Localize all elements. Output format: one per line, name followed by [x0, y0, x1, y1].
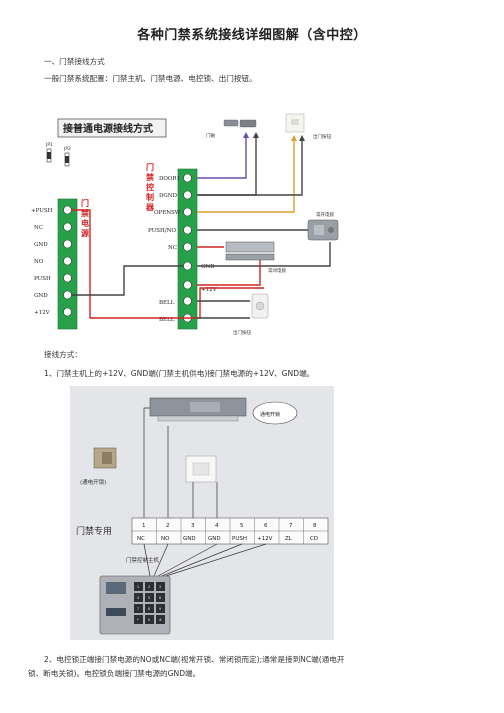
controller-terminal-label: OPENSW [154, 210, 181, 216]
controller-terminal-label: DGND [159, 193, 178, 199]
arrow-head [299, 135, 305, 141]
electric-lock-icon [307, 219, 339, 241]
jumper-jp1-cap [47, 152, 51, 159]
controller-terminal-label: BELL [159, 317, 175, 323]
controller-terminal-label: NC [168, 245, 177, 251]
jumper-jp1-label: JP1 [45, 142, 53, 148]
keypad-key: 8 [148, 607, 150, 611]
exit-button-photo-face [192, 462, 210, 476]
controller-title-char: 门 [146, 162, 154, 172]
wires [72, 135, 333, 319]
psu-title-char: 源 [81, 228, 89, 238]
controller-title-char: 制 [146, 192, 154, 202]
exit-button-bottom-label: 出门按钮 [233, 329, 251, 336]
jumper-jp2-label: JP2 [63, 146, 71, 152]
intro-text: 一般门禁系统配置：门禁主机、门禁电源、电控锁、出门按钮。 [44, 74, 257, 83]
keypad-key: 2 [148, 585, 150, 589]
controller-terminal-label: +12V [201, 287, 218, 293]
keypad-key: # [159, 618, 162, 622]
door-magnet-label: 门磁 [206, 132, 215, 139]
controller-terminal-label: DOOR1 [159, 176, 180, 182]
diagram-heading-box [57, 118, 167, 138]
terminal-name: GND [208, 536, 221, 542]
step-1-text: 1、门禁主机上的+12V、GND端(门禁主机供电)接门禁电源的+12V、GND端… [44, 369, 315, 378]
psu-terminal-label: GND [34, 242, 48, 248]
connection-lines [143, 407, 267, 577]
wiring-diagram-1: 接普通电源接线方式 JP1 JP2 +PUSH NC GND NO PUSH G… [31, 113, 339, 336]
psu-terminal-label: PUSH [34, 276, 51, 282]
psu-title-char: 电 [81, 218, 89, 228]
controller-title-char: 禁 [145, 172, 154, 182]
controller-label: 门禁控制主机 [126, 556, 160, 564]
psu-terminal-label: +PUSH [31, 208, 53, 214]
controller-terminal-label: PUSH/NO [148, 228, 176, 234]
terminal-number: 8 [313, 523, 317, 529]
psu-title-char: 门 [81, 198, 89, 208]
exit-button-top-label: 出门按钮 [313, 133, 331, 140]
psu-terminal-pins [63, 205, 72, 317]
terminal-name: +12V [257, 536, 273, 542]
psu-title-char: 禁 [80, 208, 89, 218]
controller-terminal-label: GND [201, 264, 215, 270]
keypad-key: 1 [137, 585, 139, 589]
terminal-number: 1 [142, 523, 146, 529]
electric-lock-label: 常开电锁 [316, 211, 334, 218]
terminal-number: 2 [166, 523, 170, 529]
psu-terminal-label: GND [34, 293, 48, 299]
rim-lock-label: (通电开锁) [80, 478, 106, 486]
magnetic-lock-icon [225, 241, 275, 261]
step-2-text-line2: 锁、断电关锁)。电控锁负端接门禁电源的GND端。 [28, 669, 201, 678]
controller-title-char: 器 [145, 202, 155, 212]
terminal-name: GND [183, 536, 196, 542]
diagram-heading: 接普通电源接线方式 [63, 122, 153, 135]
keypad-key: 7 [137, 607, 139, 611]
keypad-key: 9 [159, 607, 161, 611]
controller-title-char: 控 [146, 182, 154, 192]
keypad-keys: 1 2 3 4 5 6 7 8 9 * 0 # [134, 582, 165, 624]
electric-bolt-lock-icon [149, 397, 247, 422]
section-heading: 一、门禁接线方式 [44, 57, 105, 66]
terminal-number: 4 [215, 523, 219, 529]
callout-bubble [252, 401, 298, 425]
controller-terminal-label: BELL [159, 300, 175, 306]
arrow-head [291, 135, 297, 141]
door-magnet-icon [223, 119, 257, 128]
terminal-name: NO [161, 536, 170, 542]
terminal-number: 7 [289, 523, 293, 529]
keypad-key: 3 [159, 585, 161, 589]
psu-terminal-label: NO [34, 259, 44, 265]
keypad-key: 0 [148, 618, 150, 622]
psu-terminal-label: NC [34, 225, 43, 231]
terminal-name: ZL [285, 536, 293, 542]
step-2-text-line1: 2、电控锁正端接门禁电源的NO或NC端(视常开锁、常闭锁而定);通常是接到NC端… [44, 655, 345, 664]
row-label: 门禁专用 [76, 525, 112, 537]
psu-terminal-label: +12V [34, 310, 51, 316]
terminal-number: 5 [240, 523, 244, 529]
table-column-dividers [156, 518, 304, 544]
wiring-label: 接线方式： [44, 350, 82, 359]
terminal-number: 6 [264, 523, 268, 529]
keypad-key: 6 [159, 596, 161, 600]
terminal-name: NC [137, 536, 145, 542]
page-title: 各种门禁系统接线详细图解（含中控） [137, 28, 367, 43]
exit-button-bottom-icon [251, 293, 269, 319]
magnetic-lock-label: 常闭电锁 [268, 267, 286, 274]
jumper-jp2-cap [65, 156, 69, 163]
terminal-name: PUSH [232, 536, 247, 542]
arrow-head [253, 132, 259, 138]
wiring-diagram-2: 通电开锁 (通电开锁) 门禁专用 1 2 3 4 5 6 7 8 NC NO G… [70, 386, 334, 640]
controller-terminal-pins [183, 173, 192, 323]
keypad-key: 4 [137, 596, 139, 600]
terminal-number: 3 [191, 523, 195, 529]
rim-lock-icon [93, 447, 117, 469]
callout-text: 通电开锁 [260, 411, 280, 418]
terminal-name: CD [310, 536, 318, 542]
arrow-head [243, 132, 249, 138]
keypad-key: * [137, 618, 139, 622]
keypad-key: 5 [148, 596, 150, 600]
exit-button-icon [285, 113, 305, 133]
